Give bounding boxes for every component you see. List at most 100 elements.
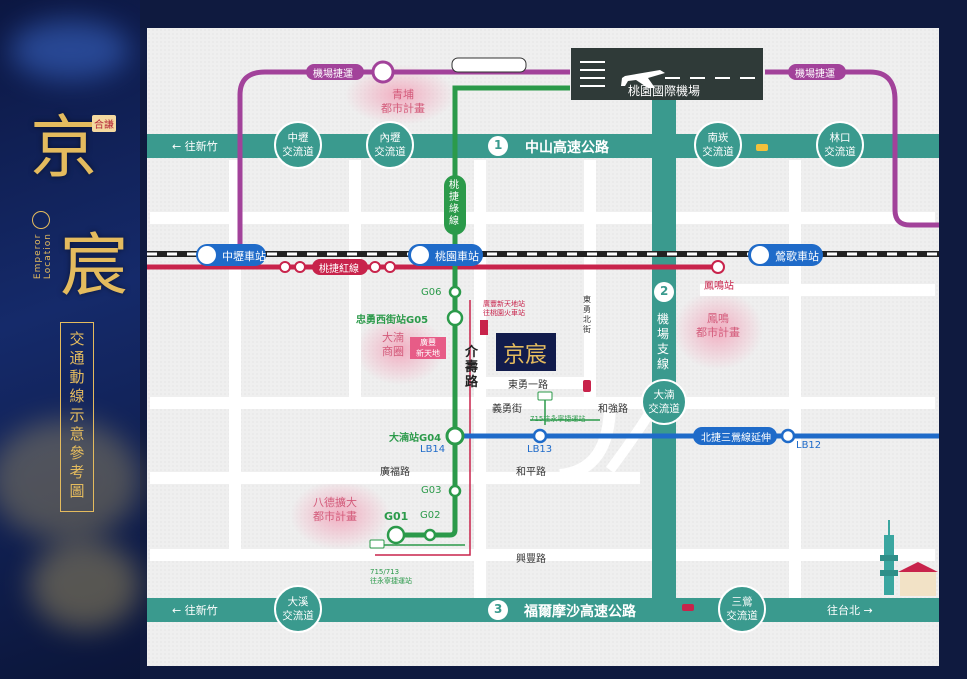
yiyong-street: 義勇街 bbox=[492, 404, 522, 415]
car-icon-2 bbox=[682, 604, 694, 611]
bus-guangfeng-label: 廣豐新天地站 往桃園火車站 bbox=[483, 300, 525, 317]
brand-name-char1: 京 bbox=[30, 109, 99, 188]
dongyong-bei-street: 東勇北街 bbox=[583, 295, 591, 334]
airplane-icon bbox=[621, 70, 665, 88]
neili-interchange: 內壢 交流道 bbox=[374, 132, 406, 158]
station-g01: G01 bbox=[384, 510, 409, 523]
rail-station-pills bbox=[196, 244, 823, 266]
station-lb14: LB14 bbox=[420, 444, 446, 455]
guangfeng-block bbox=[410, 337, 446, 359]
airport-branch-label: 機場支線 bbox=[657, 312, 670, 371]
to-xinzhu-bottom: ← 往新竹 bbox=[172, 604, 218, 617]
zhongli-interchange: 中壢 交流道 bbox=[282, 132, 314, 158]
airport-block bbox=[571, 48, 763, 100]
station-lb13: LB13 bbox=[527, 444, 553, 455]
station-g06: G06 bbox=[421, 287, 442, 298]
highway-2-number: 2 bbox=[660, 284, 669, 298]
yingge-station: 鶯歌車站 bbox=[775, 250, 819, 263]
heping-road: 和平路 bbox=[516, 467, 546, 478]
mrt-label-pill-left bbox=[306, 64, 364, 80]
frame-bottom bbox=[140, 666, 967, 679]
station-g02: G02 bbox=[420, 510, 441, 521]
mrt-label-left: 機場捷運 bbox=[313, 69, 353, 80]
train-icon bbox=[451, 57, 527, 73]
mrt-station-icon bbox=[371, 60, 395, 84]
station-lb12: LB12 bbox=[796, 440, 822, 451]
bus-icon bbox=[537, 391, 553, 401]
bus-route-red bbox=[375, 300, 471, 556]
bus-route-715 bbox=[530, 398, 600, 425]
site-label: 京宸 bbox=[503, 343, 548, 368]
sanying-interchange: 三鶯 交流道 bbox=[726, 596, 758, 622]
side-title-box: 交通動線示意參考圖 bbox=[60, 322, 94, 512]
fengming-glow bbox=[673, 290, 763, 370]
frame-top bbox=[140, 0, 967, 28]
dayuan-glow bbox=[355, 315, 445, 385]
red-line-stations bbox=[279, 260, 725, 274]
interchange-circles bbox=[274, 121, 864, 633]
daxi-interchange: 大溪 交流道 bbox=[282, 596, 314, 622]
mrt-label-pill-right bbox=[788, 64, 846, 80]
green-line-stations bbox=[386, 285, 464, 545]
dayuan-station-marker bbox=[445, 426, 465, 446]
highway-3-number: 3 bbox=[494, 602, 503, 616]
jieshou-road: 介壽路 bbox=[465, 345, 479, 390]
taoyuan-station: 桃園車站 bbox=[435, 250, 479, 263]
guangfu-road: 廣福路 bbox=[380, 467, 410, 478]
side-title: 交通動線示意參考圖 bbox=[67, 331, 86, 502]
bus-stop-icon bbox=[480, 320, 488, 335]
dayuan-business: 大湳 商圈 bbox=[382, 331, 404, 358]
blue-line-pill bbox=[693, 427, 777, 445]
brand-english: Emperor Location bbox=[33, 232, 53, 280]
blue-line-label: 北捷三鶯線延伸 bbox=[701, 433, 771, 444]
to-taipei: 往台北 → bbox=[827, 604, 873, 617]
highway-1-number: 1 bbox=[494, 138, 503, 152]
fengming-station: 鳳鳴站 bbox=[704, 281, 734, 292]
taipei-skyline-icon bbox=[880, 520, 938, 596]
zhongshan-highway-label: 中山高速公路 bbox=[525, 140, 609, 156]
red-line-pill bbox=[312, 259, 368, 275]
station-g05: 忠勇西街站G05 bbox=[356, 315, 429, 326]
bade-plan: 八德擴大 都市計畫 bbox=[313, 496, 357, 523]
transport-map bbox=[147, 28, 939, 666]
station-g03: G03 bbox=[421, 485, 442, 496]
frame-right bbox=[939, 0, 967, 679]
bus-715-713-label: 715/713 往永寧捷運站 bbox=[370, 568, 412, 585]
mrt-label-right: 機場捷運 bbox=[795, 69, 835, 80]
bus-715-label: 715往永寧捷運站 bbox=[530, 415, 586, 423]
brand-panel: 京 合謙 Emperor Location 宸 交通動線示意參考圖 bbox=[0, 0, 140, 679]
runway-marks bbox=[580, 61, 755, 87]
taxi-icon bbox=[756, 144, 768, 151]
nankan-interchange: 南崁 交流道 bbox=[702, 132, 734, 158]
green-line bbox=[396, 85, 570, 538]
xingfeng-road: 興豐路 bbox=[516, 554, 546, 565]
blue-line-stations bbox=[532, 428, 796, 444]
airport-mrt-line bbox=[237, 69, 939, 250]
bade-glow bbox=[290, 480, 390, 550]
heqiang-road: 和強路 bbox=[598, 404, 628, 415]
highway-shields bbox=[488, 136, 674, 620]
car-icon bbox=[583, 380, 591, 392]
green-line-pill bbox=[444, 175, 466, 235]
dongyong-1-road: 東勇一路 bbox=[508, 380, 548, 391]
brand-tag: 合謙 bbox=[92, 115, 116, 132]
seal-icon bbox=[32, 211, 50, 229]
qingpu-glow bbox=[345, 65, 455, 125]
guangfeng-mall: 廣豐 新天地 bbox=[416, 338, 440, 358]
dayuan-interchange: 大湳 交流道 bbox=[648, 389, 680, 415]
local-roads bbox=[150, 160, 935, 620]
station-g04: 大湳站G04 bbox=[389, 433, 442, 444]
qingpu-plan: 青埔 都市計畫 bbox=[381, 88, 425, 115]
airport-name: 桃園國際機場 bbox=[628, 84, 701, 98]
green-line-label: 桃捷綠線 bbox=[449, 180, 459, 227]
map-canvas bbox=[147, 48, 939, 633]
fengming-plan: 鳳鳴 都市計畫 bbox=[696, 312, 740, 339]
linkou-interchange: 林口 交流道 bbox=[824, 132, 856, 158]
red-line-label: 桃捷紅線 bbox=[319, 264, 359, 275]
zhongli-station: 中壢車站 bbox=[222, 250, 266, 263]
site-block bbox=[496, 333, 556, 371]
airport-branch-pill bbox=[652, 305, 676, 375]
brand-name-char2: 宸 bbox=[60, 227, 129, 306]
bus-icon-2 bbox=[369, 539, 385, 549]
formosa-highway-label: 福爾摩沙高速公路 bbox=[524, 604, 636, 620]
